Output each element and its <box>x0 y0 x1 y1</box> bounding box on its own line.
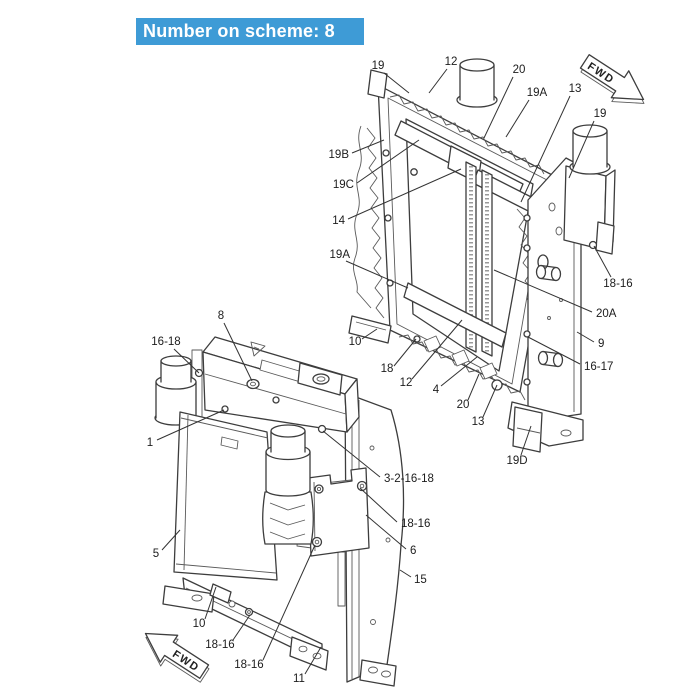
callout-label: 19C <box>333 179 354 191</box>
callout-19A: 19A <box>330 249 409 289</box>
callout-label: 20 <box>457 399 470 411</box>
callout-1: 1 <box>147 409 225 449</box>
callout-13: 13 <box>472 384 498 428</box>
callout-label: 19A <box>330 249 351 261</box>
callout-19B: 19B <box>329 139 385 161</box>
callout-6: 6 <box>365 514 416 557</box>
callout-label: 18-16 <box>401 518 430 530</box>
callout-label: 11 <box>293 673 305 685</box>
callout-label: 20 <box>513 64 526 76</box>
callout-label: 19D <box>506 455 527 467</box>
callout-10: 10 <box>193 586 217 630</box>
callout-label: 9 <box>598 338 604 350</box>
callout-label: 19 <box>594 108 607 120</box>
callout-label: 5 <box>153 548 159 560</box>
callout-label: 10 <box>349 336 362 348</box>
callout-5: 5 <box>153 529 181 560</box>
callout-label: 3-2-16-18 <box>384 473 434 485</box>
callout-label: 19 <box>372 60 385 72</box>
callout-16-18: 16-18 <box>151 336 200 374</box>
callout-label: 18-16 <box>603 278 632 290</box>
callout-14: 14 <box>332 168 462 227</box>
callout-19D: 19D <box>506 425 532 467</box>
fwd-arrow-top: FWD <box>579 54 645 104</box>
callout-18-16: 18-16 <box>593 245 633 290</box>
callout-12: 12 <box>428 56 458 94</box>
callout-label: 14 <box>332 215 345 227</box>
callout-19: 19 <box>372 60 410 94</box>
fwd-arrow-bottom: FWD <box>144 632 210 683</box>
callout-18: 18 <box>381 338 417 375</box>
callout-label: 10 <box>193 618 206 630</box>
callout-18-16: 18-16 <box>359 487 430 530</box>
callout-9: 9 <box>576 331 604 350</box>
callout-label: 4 <box>433 384 440 396</box>
callout-16-17: 16-17 <box>527 336 613 373</box>
side-plate-bosses <box>535 264 564 368</box>
callout-label: 12 <box>445 56 458 68</box>
callout-label: 16-17 <box>584 361 613 373</box>
callout-label: 18-16 <box>205 639 234 651</box>
radiator-guard-assembly <box>348 58 616 453</box>
callout-19A: 19A <box>505 87 548 138</box>
scheme-banner: Number on scheme: 8 <box>136 18 364 45</box>
callout-label: 18-16 <box>234 659 263 671</box>
callout-label: 20A <box>596 308 617 320</box>
callout-19C: 19C <box>333 139 420 191</box>
callout-label: 19A <box>527 87 548 99</box>
filler-neck-right <box>569 124 611 175</box>
callout-label: 15 <box>414 574 427 586</box>
callout-label: 8 <box>218 310 224 322</box>
callout-10: 10 <box>349 328 378 348</box>
radiator-assembly <box>154 336 405 687</box>
callout-label: 6 <box>410 545 416 557</box>
callout-4: 4 <box>433 356 478 396</box>
callout-13: 13 <box>520 83 582 203</box>
filler-neck-middle <box>265 424 311 497</box>
callout-label: 16-18 <box>151 336 180 348</box>
callout-12: 12 <box>400 319 463 389</box>
filler-neck-top <box>456 58 498 108</box>
callout-20: 20 <box>457 373 480 411</box>
callout-label: 19B <box>329 149 350 161</box>
callout-18-16: 18-16 <box>205 614 251 651</box>
callout-label: 13 <box>472 416 485 428</box>
callout-label: 13 <box>569 83 582 95</box>
callout-11: 11 <box>293 646 322 685</box>
scheme-banner-text: Number on scheme: 8 <box>143 21 335 41</box>
callout-20: 20 <box>483 64 526 139</box>
callout-19: 19 <box>568 108 607 179</box>
callout-3-2-16-18: 3-2-16-18 <box>322 430 434 485</box>
callout-label: 12 <box>400 377 413 389</box>
callout-label: 18 <box>381 363 394 375</box>
callout-label: 1 <box>147 437 153 449</box>
callout-8: 8 <box>218 310 253 382</box>
callout-18-16: 18-16 <box>234 544 316 671</box>
callout-15: 15 <box>399 569 427 586</box>
callout-20A: 20A <box>493 269 617 320</box>
